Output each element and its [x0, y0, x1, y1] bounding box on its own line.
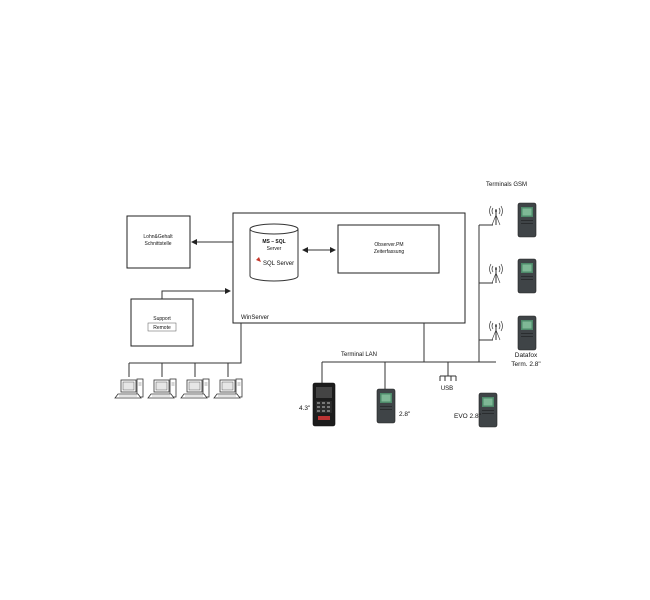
- support-label: Support: [153, 316, 171, 322]
- pc-network-line: [129, 323, 242, 364]
- computer-icon: [180, 378, 210, 399]
- terminal-icon: [517, 202, 537, 238]
- sql-server-database: MS – SQL Server SQL Server: [249, 223, 299, 282]
- lohn-gehalt-line1: Lohn&Gehalt: [143, 234, 173, 240]
- terminals-gsm-label: Terminals GSM: [486, 182, 527, 188]
- usb-label: USB: [441, 386, 453, 392]
- support-box: Support Remote: [130, 298, 194, 347]
- sql-server-logo: SQL Server: [263, 261, 294, 267]
- term-43-label: 4.3": [299, 405, 311, 412]
- computer-icon: [147, 378, 177, 399]
- support-connector: [161, 288, 231, 299]
- terminal-lan-label: Terminal LAN: [341, 352, 377, 358]
- antenna-icon: [489, 205, 503, 226]
- terminal-icon: [517, 315, 537, 351]
- computer-icon: [213, 378, 243, 399]
- winserver-label: WinServer: [241, 315, 269, 321]
- remote-button[interactable]: [147, 322, 177, 332]
- computer-icon: [114, 378, 144, 399]
- terminal-evo-icon: [478, 392, 498, 428]
- observer-line2: Zeiterfassung: [374, 249, 405, 255]
- observer-line1: Observer.PM: [374, 242, 403, 248]
- evo-label: EVO 2.8": [454, 413, 482, 420]
- observer-box: Observer.PM Zeiterfassung: [337, 224, 440, 274]
- datafox-line1: Datafox: [515, 352, 538, 359]
- antenna-icon: [489, 263, 503, 284]
- usb-hub-icon: [439, 362, 457, 381]
- remote-label: Remote: [153, 325, 171, 331]
- terminal-28-icon: [376, 388, 396, 424]
- sql-line2: Server: [267, 246, 282, 252]
- lohn-gehalt-box: Lohn&Gehalt Schnittstelle: [126, 215, 191, 269]
- lohn-gehalt-line2: Schnittstelle: [145, 241, 172, 247]
- term-28-label: 2.8": [399, 411, 411, 418]
- datafox-line2: Term. 2.8": [511, 361, 541, 368]
- antenna-icon: [489, 320, 503, 341]
- sql-line1: MS – SQL: [262, 239, 285, 245]
- sql-server-logo-icon: [256, 257, 261, 262]
- terminal-43-icon: [312, 382, 336, 427]
- terminal-icon: [517, 258, 537, 294]
